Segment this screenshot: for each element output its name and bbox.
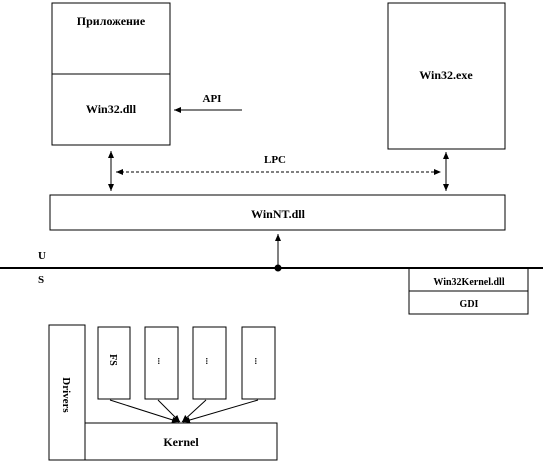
- gdi-label: GDI: [460, 299, 479, 310]
- win32-exe-box: [387, 2, 506, 150]
- drivers-label: Drivers: [60, 377, 72, 413]
- module-4-label: ...: [253, 358, 263, 365]
- drivers-kernel-box: [48, 324, 278, 461]
- api-label: API: [203, 93, 222, 105]
- application-label: Приложение: [77, 14, 146, 28]
- lpc-label: LPC: [264, 154, 286, 166]
- win32kernel-label: Win32Kernel.dll: [433, 277, 504, 288]
- kernel-label: Kernel: [163, 435, 199, 449]
- fs-box: [97, 326, 131, 400]
- module2-kernel-arrow: [157, 399, 181, 423]
- winnt-dll-box: [49, 194, 506, 231]
- module-2-label: ...: [156, 358, 166, 365]
- winnt-dll-label: WinNT.dll: [251, 207, 306, 221]
- boundary-junction-dot: [274, 264, 282, 272]
- kernel-mode-label: S: [38, 274, 44, 286]
- user-mode-label: U: [38, 250, 46, 262]
- module-box-4: [241, 326, 276, 400]
- fs-kernel-arrow: [109, 399, 180, 423]
- module-box-2: [144, 326, 179, 400]
- module-3-label: ...: [204, 358, 214, 365]
- module4-kernel-arrow: [182, 399, 259, 423]
- fs-label: FS: [107, 354, 118, 366]
- module-box-3: [192, 326, 227, 400]
- win32-exe-label: Win32.exe: [419, 68, 473, 82]
- win32-dll-label: Win32.dll: [86, 102, 137, 116]
